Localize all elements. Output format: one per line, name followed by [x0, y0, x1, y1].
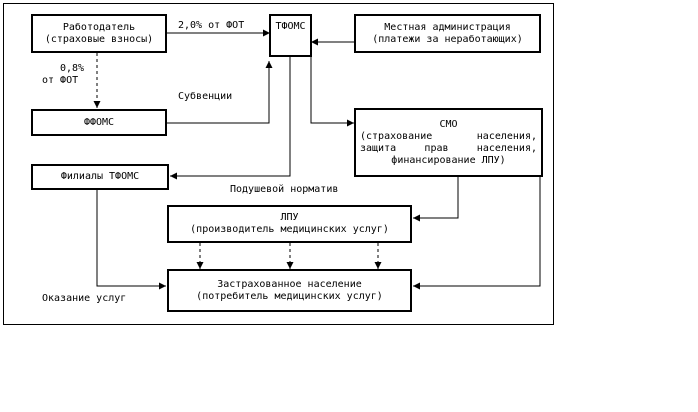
node-ffoms-title: ФФОМС: [83, 116, 115, 128]
node-lpu-subtitle: (производитель медицинских услуг): [190, 224, 389, 235]
label-employer-to-ffoms-2: от ФОТ: [42, 75, 79, 86]
node-smo-line-2: (страхование населения,: [360, 130, 537, 142]
node-insured-population-subtitle: (потребитель медицинских услуг): [196, 290, 383, 302]
node-tfoms-branches: Филиалы ТФОМС: [31, 164, 169, 190]
arrow-branches-insured: [96, 189, 166, 290]
label-subsidy: Субвенции: [178, 91, 233, 102]
label-services: Оказание услуг: [42, 293, 127, 304]
node-smo: СМО (страхование населения, защита прав …: [354, 108, 543, 177]
node-ffoms: ФФОМС: [31, 109, 167, 136]
node-smo-title: СМО: [439, 118, 458, 130]
diagram-frame: [3, 3, 554, 325]
label-employer-to-tfoms: 2,0% от ФОТ: [178, 20, 245, 31]
label-employer-to-ffoms-1: 0,8%: [60, 63, 85, 74]
node-tfoms-branches-title: Филиалы ТФОМС: [60, 171, 140, 182]
label-per-capita: Подушевой норматив: [230, 184, 339, 195]
arrow-ffoms-tfoms: [167, 61, 273, 124]
node-local-admin: Местная администрация (платежи за нерабо…: [354, 14, 541, 53]
node-local-admin-title: Местная администрация: [384, 21, 511, 33]
node-lpu-title: ЛПУ: [280, 212, 299, 223]
node-local-admin-subtitle: (платежи за неработающих): [372, 33, 523, 45]
node-tfoms-title: ТФОМС: [275, 21, 306, 32]
node-insured-population-title: Застрахованное население: [217, 278, 362, 290]
node-employer: Работодатель (страховые взносы): [31, 14, 167, 53]
node-lpu: ЛПУ (производитель медицинских услуг): [167, 205, 412, 243]
arrow-tfoms-smo: [310, 57, 354, 127]
node-insured-population: Застрахованное население (потребитель ме…: [167, 269, 412, 312]
node-smo-line-4: финансирование ЛПУ): [391, 154, 506, 166]
node-tfoms: ТФОМС: [269, 14, 312, 57]
arrow-tfoms-branches: [170, 57, 291, 180]
node-employer-title: Работодатель: [62, 21, 136, 33]
node-employer-subtitle: (страховые взносы): [44, 33, 154, 45]
arrow-smo-insured: [413, 177, 541, 290]
arrow-smo-lpu: [413, 177, 459, 222]
node-smo-line-3: защита прав населения,: [360, 142, 537, 154]
